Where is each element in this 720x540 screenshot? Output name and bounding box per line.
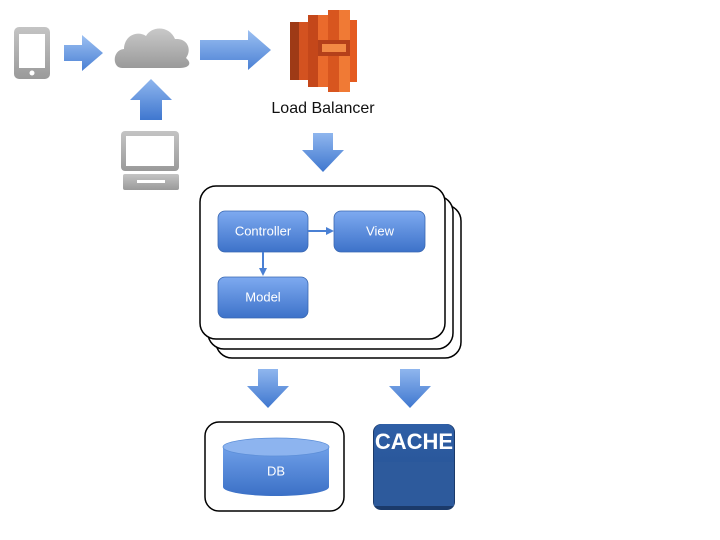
desktop-computer-icon (121, 131, 179, 190)
load-balancer-icon (290, 10, 357, 92)
load-balancer-label: Load Balancer (271, 100, 375, 117)
database-cylinder-icon (222, 437, 330, 496)
cache-label: CACHE (375, 429, 453, 454)
connector-controller-to-view (308, 227, 334, 235)
model-label: Model (245, 289, 281, 304)
connector-controller-to-model (259, 252, 267, 276)
arrow-app-to-cache (389, 369, 431, 408)
arrow-load-balancer-to-app (302, 133, 344, 172)
cloud-icon (114, 28, 190, 68)
model-node: Model (217, 276, 309, 319)
arrow-desktop-to-cloud (130, 79, 172, 120)
arrow-phone-to-cloud (64, 35, 103, 71)
controller-label: Controller (235, 223, 292, 238)
mobile-phone-icon (14, 27, 50, 79)
cache-icon (373, 424, 455, 510)
arrow-app-to-db (247, 369, 289, 408)
view-label: View (366, 223, 395, 238)
controller-node: Controller (217, 210, 309, 253)
view-node: View (333, 210, 426, 253)
arrow-cloud-to-load-balancer (200, 30, 271, 70)
db-label: DB (267, 463, 285, 478)
